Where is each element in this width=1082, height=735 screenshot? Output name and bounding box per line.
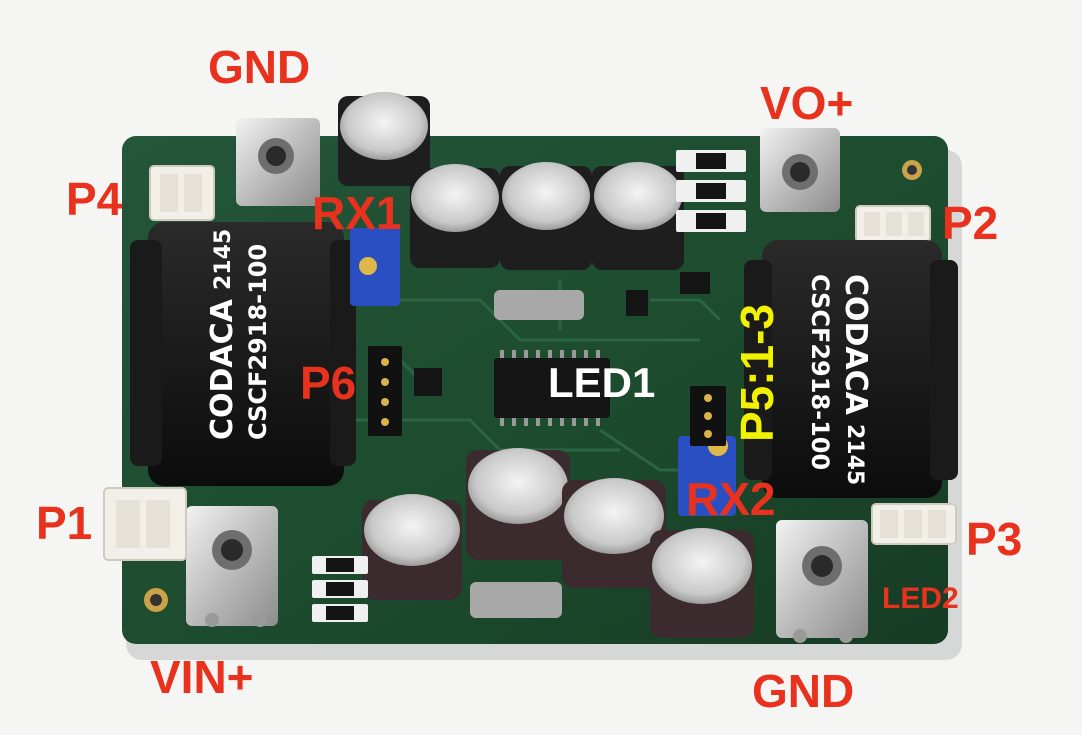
capacitor-bottom-1	[362, 494, 462, 600]
label-p1: P1	[36, 497, 93, 549]
inductor-left-code: 2145	[211, 229, 236, 290]
label-rx2: RX2	[686, 473, 776, 525]
label-gnd-top: GND	[208, 41, 311, 93]
small-ic	[626, 290, 648, 316]
header-p5	[690, 386, 726, 446]
capacitor-bottom-4	[650, 528, 754, 638]
label-p2: P2	[942, 197, 999, 249]
label-led1: LED1	[548, 359, 656, 406]
main-ic	[494, 358, 610, 418]
connector-p4	[149, 165, 215, 221]
trimmer-rx2	[678, 436, 736, 516]
capacitor-top-3	[500, 162, 592, 270]
capacitor-top-2	[410, 164, 500, 268]
capacitor-bottom-3	[562, 478, 666, 588]
label-gnd-bottom: GND	[752, 665, 855, 717]
solder-pad-bottom	[470, 582, 562, 618]
label-led2: LED2	[882, 582, 959, 615]
capacitor-top-4	[592, 162, 684, 270]
small-ic	[414, 368, 442, 396]
inductor-left-part: CSCF2918-100	[244, 244, 272, 440]
label-p4: P4	[66, 173, 123, 225]
label-p6: P6	[300, 357, 357, 409]
solder-pad-top	[494, 290, 584, 320]
label-vo-plus: VO+	[760, 77, 854, 129]
capacitor-bottom-2	[466, 448, 570, 560]
label-p5: P5:1-3	[731, 303, 783, 442]
label-rx1: RX1	[312, 187, 402, 239]
header-p6	[368, 346, 402, 436]
capacitor-top-1	[338, 92, 430, 186]
inductor-right-code: 2145	[842, 424, 867, 485]
label-p3: P3	[966, 513, 1023, 565]
label-vin-plus: VIN+	[150, 651, 254, 703]
inductor-left-brand: CODACA	[205, 298, 240, 440]
inductor-right-part: CSCF2918-100	[806, 274, 834, 470]
inductor-left: CODACA 2145 CSCF2918-100	[130, 222, 356, 486]
inductor-right: CODACA 2145 CSCF2918-100	[744, 240, 958, 498]
small-ic	[680, 272, 710, 294]
inductor-right-brand: CODACA	[838, 274, 873, 416]
